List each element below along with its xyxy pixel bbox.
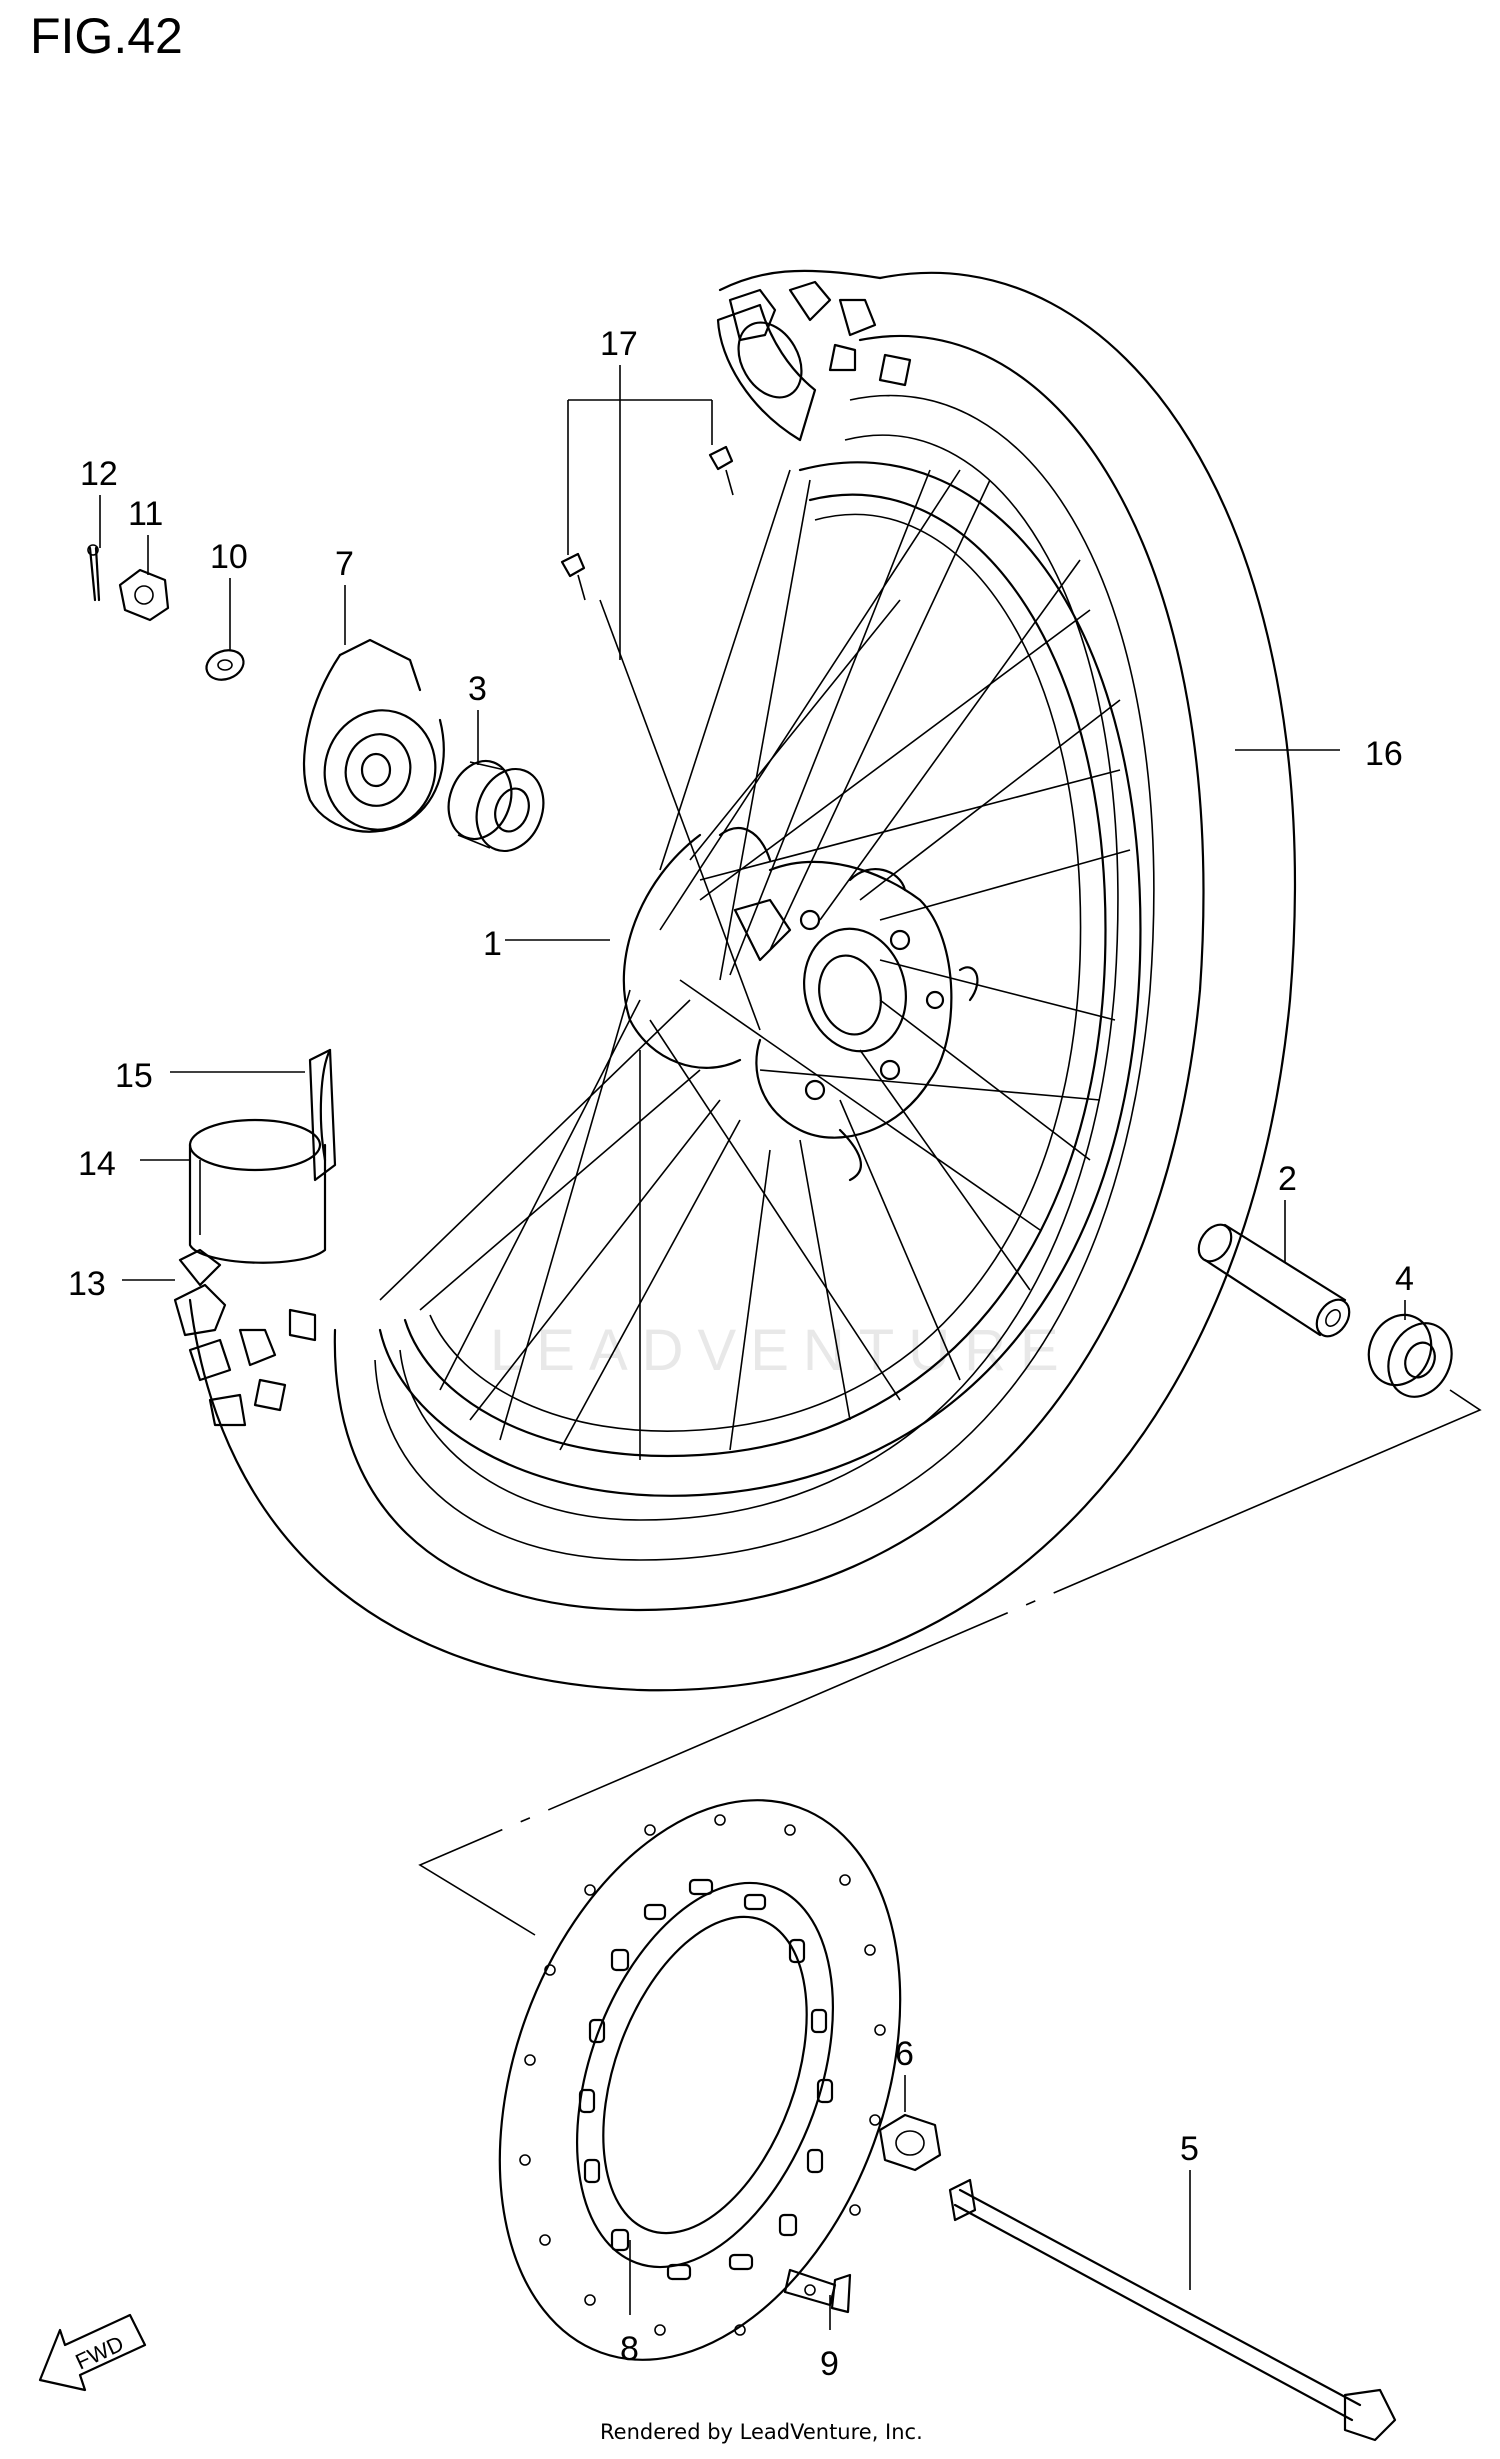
bearing-left [447,759,545,853]
axle-nut-right [878,2113,942,2172]
callout-17: 17 [600,325,638,363]
speedometer-gearbox [303,638,445,833]
axle [948,2178,1397,2442]
callout-8: 8 [620,2330,639,2368]
footer-credit: Rendered by LeadVenture, Inc. [600,2420,923,2444]
spacer [1197,1223,1351,1338]
callout-leaders [99,365,1406,2330]
callout-10: 10 [210,538,248,576]
hub [622,827,979,1182]
spoke-set [560,445,734,601]
callout-5: 5 [1180,2130,1199,2168]
assembly-lines [418,1389,1482,1936]
callout-7: 7 [335,545,354,583]
tire [173,269,1296,1692]
callout-9: 9 [820,2345,839,2383]
callout-1: 1 [483,925,502,963]
rim-lock [308,1048,337,1182]
disc-bolt [783,2268,852,2314]
watermark: LEADVENTURE [490,1318,1073,1383]
callout-4: 4 [1395,1260,1414,1298]
callout-11: 11 [128,495,163,533]
callout-2: 2 [1278,1160,1297,1198]
rim [378,461,1142,1497]
callout-13: 13 [68,1265,106,1303]
spokes [379,469,1131,1460]
callout-16: 16 [1365,735,1403,773]
callout-14: 14 [78,1145,116,1183]
axle-nut [118,568,170,622]
washer [205,649,245,681]
figure-title: FIG.42 [30,8,183,64]
callout-12: 12 [80,455,118,493]
brake-disc [498,1799,902,2361]
callout-15: 15 [115,1057,153,1095]
callouts: 1 2 3 4 5 6 7 8 9 10 11 12 13 14 15 16 1… [68,325,1414,2383]
callout-3: 3 [468,670,487,708]
rim-band-collar [188,1118,327,1264]
cotter-pin [87,544,101,602]
callout-6: 6 [895,2035,914,2073]
bearing-right [1367,1313,1453,1398]
fwd-arrow: FWD [38,2313,147,2392]
